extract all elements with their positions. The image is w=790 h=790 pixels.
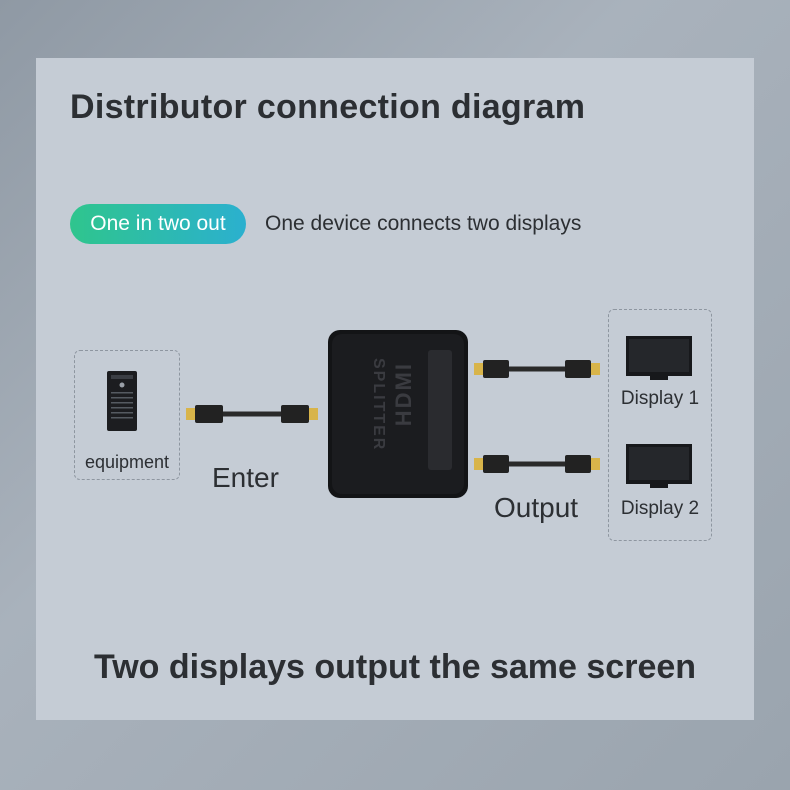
hdmi-splitter-device: [328, 330, 468, 498]
monitor-icon: [626, 444, 692, 488]
footer-caption: Two displays output the same screen: [93, 648, 697, 686]
page-title: Distributor connection diagram: [70, 88, 586, 126]
diagram-panel: Distributor connection diagram One in tw…: [36, 58, 754, 720]
source-box: [74, 350, 180, 480]
input-label: Enter: [212, 462, 279, 493]
device-name: SPLITTER: [370, 358, 387, 452]
output-hdmi-cable-2: [474, 455, 600, 473]
output-hdmi-cable-1: [474, 360, 600, 378]
monitor-icon: [626, 336, 692, 380]
input-hdmi-cable: [186, 405, 318, 423]
device-brand: HDMI: [391, 362, 416, 427]
mode-badge: One in two out: [70, 204, 246, 244]
output-label: Output: [494, 492, 579, 523]
display-1-label: Display 1: [620, 388, 700, 409]
mode-description: One device connects two displays: [265, 212, 582, 235]
source-label: equipment: [84, 452, 170, 472]
display-2-label: Display 2: [620, 498, 700, 519]
pc-tower-icon: [107, 371, 137, 431]
displays-box: [608, 309, 712, 541]
